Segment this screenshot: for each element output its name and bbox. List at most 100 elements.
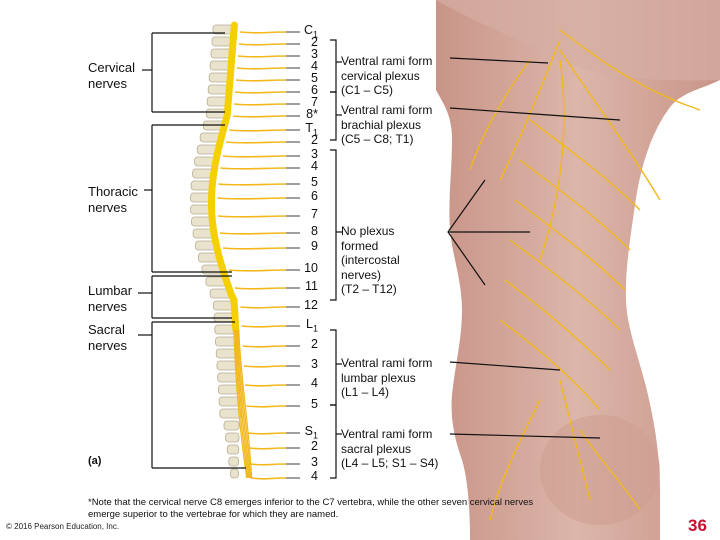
no-plexus-line-2: formed: [341, 238, 379, 253]
spinal-nerve-root: [236, 67, 287, 70]
segment-label: 8: [311, 224, 318, 238]
segment-label: 4: [311, 376, 318, 390]
spinal-nerve-root: [246, 405, 287, 408]
lumbar-nerves-label: Lumbar nerves: [88, 283, 132, 315]
vertebra: [225, 432, 240, 443]
group-brackets: [138, 32, 246, 469]
spinal-nerve-root: [234, 287, 287, 290]
pointer-lines: [447, 57, 621, 439]
peripheral-nerves-back: [469, 29, 701, 521]
spinal-nerve-root: [239, 31, 287, 34]
segment-label: 11: [305, 279, 318, 293]
cervical-plexus-line-1: Ventral rami form: [341, 54, 433, 68]
lumbar-plexus-line-3: (L1 – L4): [341, 385, 390, 399]
cervical-plexus-line-3: (C1 – C5): [341, 83, 394, 97]
copyright-text: © 2016 Pearson Education, Inc.: [6, 522, 120, 531]
sacral-plexus-line-1: Ventral rami form: [341, 427, 433, 441]
sacral-plexus-line-3: (L4 – L5; S1 – S4): [341, 456, 439, 470]
cauda-equina-fiber: [234, 329, 249, 479]
segment-label: 7: [311, 207, 318, 221]
segment-label: 3: [311, 47, 318, 61]
cervical-nerves-line-1: Cervical: [88, 60, 135, 75]
spinal-nerve-root: [226, 141, 287, 144]
segment-label: 4: [311, 59, 318, 73]
sacral-plexus-label: Ventral rami form sacral plexus (L4 – L5…: [341, 427, 438, 471]
spinal-nerve-root: [249, 463, 287, 466]
segment-label: 5: [311, 71, 318, 85]
cervical-nerves-line-2: nerves: [88, 76, 128, 91]
spinal-nerve-root: [217, 197, 287, 200]
brachial-plexus-label: Ventral rami form brachial plexus (C5 – …: [341, 103, 432, 147]
segment-label: 6: [311, 189, 318, 203]
spinal-nerve-root: [237, 55, 287, 58]
spinal-nerve-root: [228, 269, 287, 272]
brachial-plexus-line-1: Ventral rami form: [341, 103, 433, 117]
spinal-nerve-root: [229, 129, 287, 132]
spinal-nerve-root: [241, 325, 287, 328]
footnote: *Note that the cervical nerve C8 emerges…: [88, 497, 628, 521]
segment-label: 10: [304, 261, 318, 275]
figure-part-label: (a): [88, 455, 102, 467]
brachial-plexus-line-2: brachial plexus: [341, 117, 422, 132]
sacral-nerves-line-2: nerves: [88, 338, 128, 353]
spinal-nerve-root: [218, 183, 287, 186]
spinal-nerve-root: [233, 115, 287, 118]
footnote-line-2: emerge superior to the vertebrae for whi…: [88, 509, 339, 520]
lumbar-plexus-line-1: Ventral rami form: [341, 356, 433, 370]
cervical-plexus-line-2: cervical plexus: [341, 68, 420, 83]
no-plexus-line-4: nerves): [341, 267, 382, 282]
segment-label: 8*: [306, 107, 318, 121]
cauda-equina-fiber: [238, 329, 253, 479]
spinal-nerve-root: [234, 103, 287, 106]
torso-silhouette: [436, 0, 720, 540]
spinal-nerve-root: [250, 477, 287, 480]
cauda-equina-fiber: [233, 329, 248, 479]
spinal-nerve-root: [222, 247, 287, 250]
lumbar-plexus-label: Ventral rami form lumbar plexus (L1 – L4…: [341, 356, 432, 400]
cervical-plexus-label: Ventral rami form cervical plexus (C1 – …: [341, 54, 432, 98]
no-plexus-line-1: No plexus: [341, 224, 395, 238]
vertebra: [228, 456, 239, 467]
vertebra: [226, 444, 240, 455]
segment-label: 3: [311, 357, 318, 371]
segment-label: 2: [311, 337, 318, 351]
cauda-equina-fiber: [237, 329, 252, 479]
spinal-nerve-root: [240, 306, 287, 309]
segment-label: 12: [304, 298, 318, 312]
spinal-cord: [207, 21, 240, 334]
spinal-nerve-root: [243, 365, 287, 368]
brachial-plexus-line-3: (C5 – C8; T1): [341, 132, 414, 146]
spinal-nerve-root: [238, 43, 287, 46]
spinal-nerve-root: [242, 345, 287, 348]
cauda-equina-fiber: [236, 329, 251, 479]
no-plexus-line-3: (intercostal: [341, 253, 400, 267]
sacral-plexus-line-2: sacral plexus: [341, 441, 412, 456]
segment-label: L1: [306, 317, 318, 334]
spinal-nerve-root: [222, 155, 287, 158]
segment-label: 2: [311, 35, 318, 49]
spinal-nerve-root: [248, 447, 287, 450]
segment-label: 4: [311, 159, 318, 173]
lumbar-plexus-line-2: lumbar plexus: [341, 370, 416, 385]
thoracic-nerves-line-2: nerves: [88, 200, 128, 215]
spinal-nerve-root: [219, 232, 287, 235]
sacral-nerves-label: Sacral nerves: [88, 322, 127, 354]
vertebral-column: [190, 21, 300, 480]
spinal-nerve-root: [235, 79, 287, 82]
segment-label: S1: [304, 424, 318, 441]
gluteal-shade: [540, 415, 660, 525]
shoulder-shade: [436, 0, 720, 81]
thoracic-nerves-line-1: Thoracic: [88, 184, 138, 199]
lumbar-nerves-line-1: Lumbar: [88, 283, 133, 298]
segment-label: 3: [311, 147, 318, 161]
segment-label: 2: [311, 133, 318, 147]
footnote-line-1: *Note that the cervical nerve C8 emerges…: [88, 497, 534, 508]
vertebra: [223, 420, 240, 431]
segment-label: 7: [311, 95, 318, 109]
cervical-nerves-label: Cervical nerves: [88, 60, 135, 92]
page-number: 36: [688, 516, 707, 535]
lumbar-nerves-line-2: nerves: [88, 299, 128, 314]
thoracic-nerves-label: Thoracic nerves: [88, 184, 138, 216]
segment-label: 3: [311, 455, 318, 469]
